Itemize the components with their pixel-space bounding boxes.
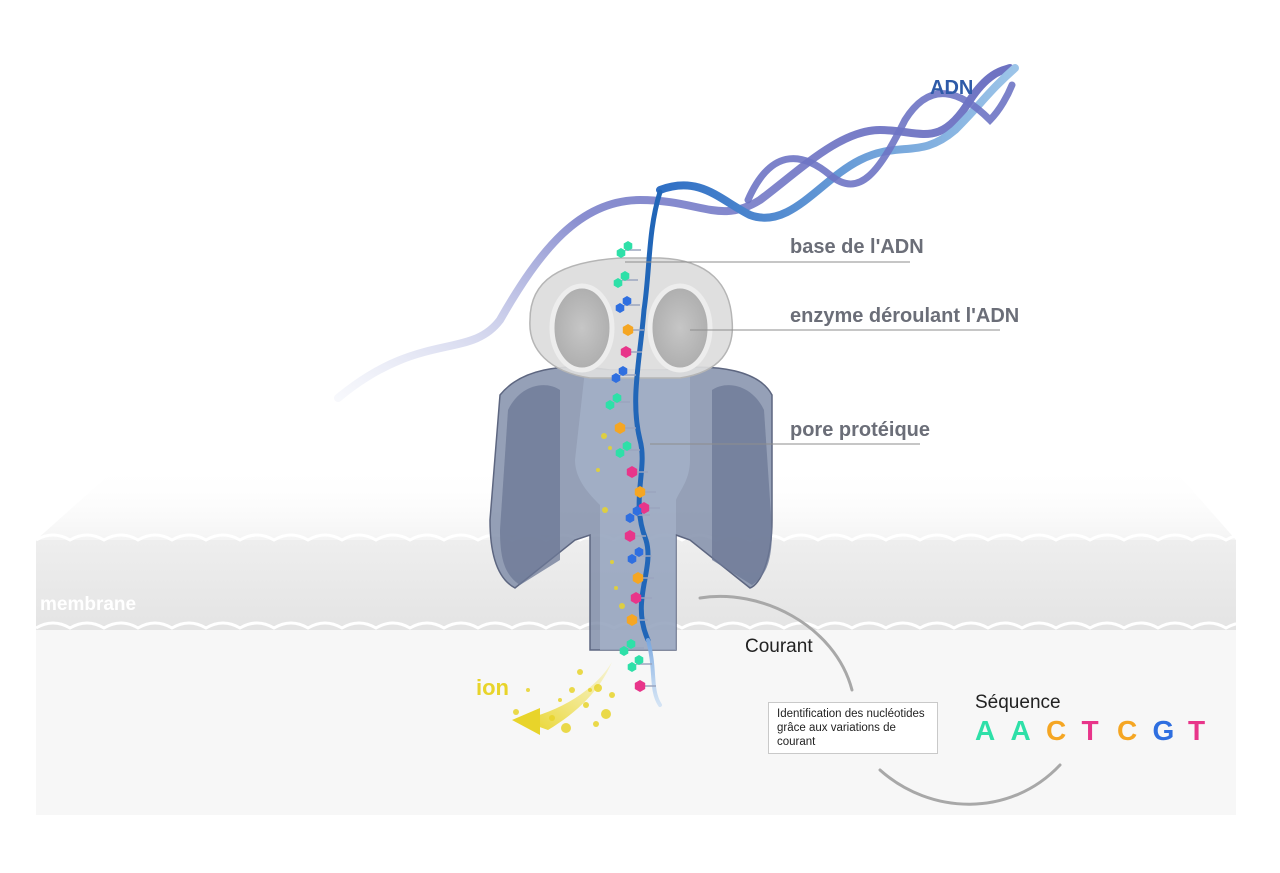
ion-arrow-head (512, 708, 540, 735)
ion-particle (601, 709, 611, 719)
sequence-letter: G (1153, 715, 1175, 746)
sequence-letter: T (1082, 715, 1099, 746)
single-strand (633, 189, 663, 643)
sequence-letter: A (975, 715, 995, 746)
pore-left-lobe (500, 385, 560, 585)
ion-label: ion (476, 675, 509, 700)
nucleotide-base (627, 547, 644, 564)
dna-strand-1 (334, 64, 1014, 402)
single-strand-tail (646, 638, 662, 707)
nucleotide-base (625, 506, 642, 523)
ion-particle (561, 723, 571, 733)
ion-particle (549, 715, 555, 721)
ion-particles (513, 433, 625, 733)
sequence-title: Séquence (975, 692, 1061, 713)
nucleotide-base (634, 680, 646, 692)
ion-particle (593, 721, 599, 727)
sequence-arrow (878, 763, 1062, 806)
ion-particle (513, 709, 519, 715)
membrane-label: membrane (40, 594, 136, 615)
nucleotide-bases (605, 241, 660, 692)
nucleotide-base (627, 655, 644, 672)
nucleotide-base (626, 466, 638, 478)
nucleotide-base (616, 241, 633, 258)
ion-flow (512, 433, 625, 735)
sequence-letter: A (1011, 715, 1031, 746)
pore-label: pore protéique (790, 419, 930, 441)
ion-particle (610, 560, 614, 564)
nucleotide-base (624, 530, 636, 542)
ion-particle (596, 468, 600, 472)
ion-particle (583, 702, 589, 708)
nucleotide-base (605, 393, 622, 410)
ion-particle (619, 603, 625, 609)
ion-particle (569, 687, 575, 693)
ion-particle (614, 586, 618, 590)
nucleotide-base (620, 346, 632, 358)
dna-strand-3 (744, 81, 1016, 204)
nucleotide-base (613, 271, 630, 288)
ion-particle (588, 688, 592, 692)
dna-label: ADN (930, 77, 973, 99)
ion-particle (601, 433, 607, 439)
enzyme-right-cavity (647, 283, 713, 373)
pore-right-lobe (712, 385, 772, 585)
enzyme-left-cavity (549, 283, 615, 373)
ion-particle (526, 688, 530, 692)
sequence-letter: C (1117, 715, 1137, 746)
sequence-letter: C (1046, 715, 1066, 746)
nucleotide-base (614, 422, 626, 434)
identification-caption: Identification des nucléotides grâce aux… (768, 702, 938, 754)
nucleotide-base (634, 486, 646, 498)
ion-particle (608, 446, 612, 450)
nucleotide-base (615, 296, 632, 313)
pore-channel (575, 370, 690, 650)
ion-particle (577, 669, 583, 675)
ion-particle (594, 684, 602, 692)
nucleotide-base (611, 366, 628, 383)
sequence-letter: T (1188, 715, 1205, 746)
nucleotide-base (630, 592, 642, 604)
current-label: Courant (745, 636, 813, 657)
ion-particle (602, 507, 608, 513)
enzyme-label: enzyme déroulant l'ADN (790, 305, 1019, 327)
nucleotide-base (619, 639, 636, 656)
unwinding-enzyme (529, 257, 734, 379)
ion-particle (609, 692, 615, 698)
ion-particle (558, 698, 562, 702)
nucleotide-base (632, 572, 644, 584)
current-arrow (698, 594, 854, 692)
dna-strand-2 (656, 64, 1019, 222)
nucleotide-base (638, 502, 650, 514)
dna-base-label: base de l'ADN (790, 236, 924, 258)
nucleotide-base (626, 614, 638, 626)
nucleotide-base (615, 441, 632, 458)
nucleotide-base (622, 324, 634, 336)
